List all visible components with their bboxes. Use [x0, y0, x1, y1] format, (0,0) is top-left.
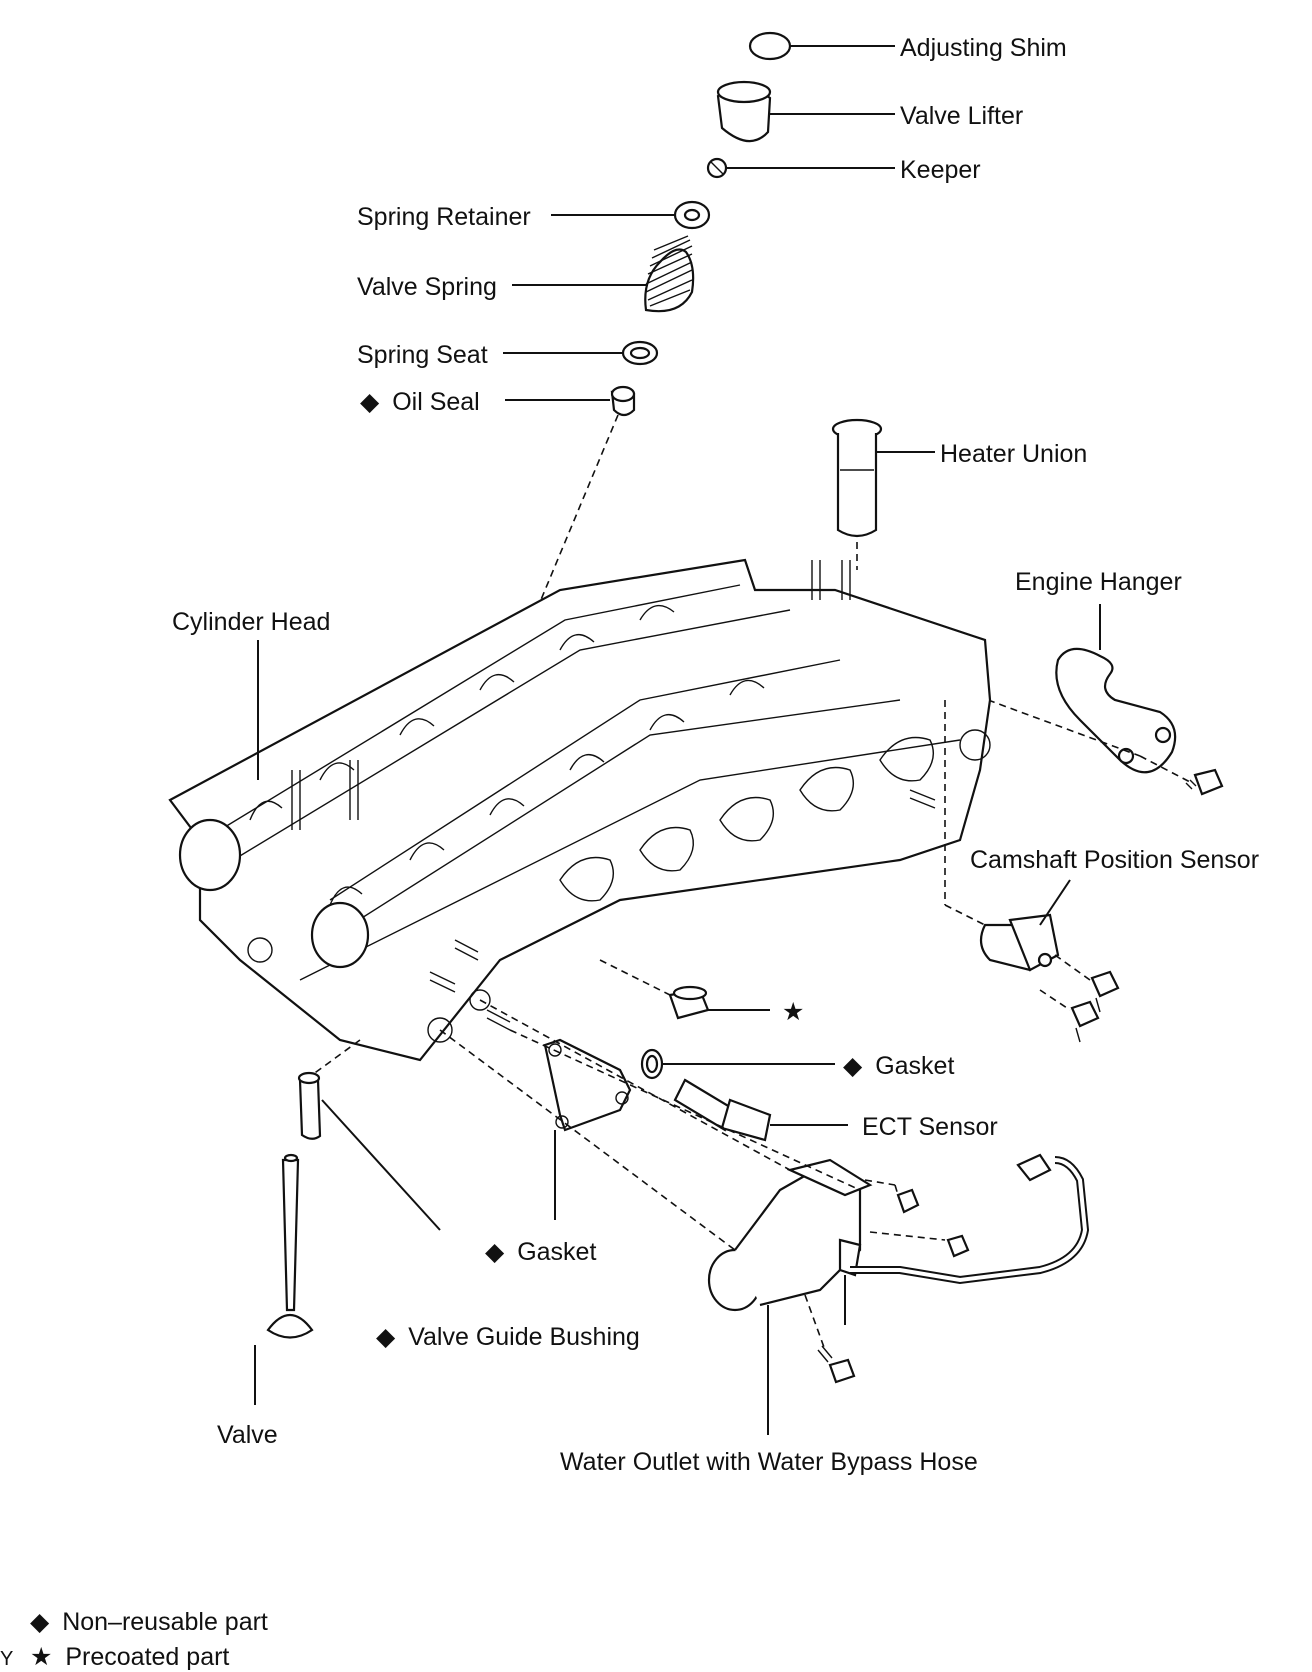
valve-guide-bushing-label: ◆ Valve Guide Bushing	[376, 1323, 640, 1351]
engine-hanger-label: Engine Hanger	[1015, 568, 1182, 596]
non-reusable-diamond: ◆	[360, 388, 380, 416]
spring-retainer-part	[551, 200, 711, 230]
spring-seat-part	[503, 340, 659, 366]
ect-gasket-text: Gasket	[875, 1052, 954, 1080]
outlet-gasket-part	[543, 1038, 632, 1220]
precoated-plug-part	[599, 959, 770, 1020]
adjusting-shim-part	[748, 31, 895, 61]
ect-sensor-part	[673, 1078, 848, 1142]
valve-spring-label: Valve Spring	[357, 273, 497, 301]
valve-label: Valve	[217, 1421, 278, 1449]
non-reusable-diamond: ◆	[843, 1052, 863, 1080]
precoated-plug-star: ★	[782, 998, 804, 1026]
spring-seat-label: Spring Seat	[357, 341, 488, 369]
ect-gasket-label: ◆ Gasket	[843, 1052, 954, 1080]
ect-sensor-label: ECT Sensor	[862, 1113, 998, 1141]
oil-seal-text: Oil Seal	[392, 388, 480, 416]
adjusting-shim-label: Adjusting Shim	[900, 34, 1067, 62]
camshaft-position-sensor-part	[944, 700, 1120, 1043]
water-outlet-part	[439, 999, 1090, 1435]
water-outlet-label: Water Outlet with Water Bypass Hose	[560, 1448, 978, 1476]
legend-star-icon: ★	[30, 1643, 52, 1671]
non-reusable-diamond: ◆	[485, 1238, 505, 1266]
non-reusable-diamond: ◆	[376, 1323, 396, 1351]
legend: ◆ Non–reusable part Y ★ Precoated part	[0, 1608, 268, 1671]
camshaft-position-sensor-label: Camshaft Position Sensor	[970, 846, 1259, 874]
heater-union-part	[831, 418, 935, 570]
ect-gasket-part	[640, 1048, 835, 1080]
legend-non-reusable: ◆ Non–reusable part	[30, 1608, 268, 1636]
outlet-gasket-text: Gasket	[517, 1238, 596, 1266]
spring-retainer-label: Spring Retainer	[357, 203, 531, 231]
keeper-label: Keeper	[900, 156, 981, 184]
cylinder-head-part	[168, 558, 992, 1062]
legend-diamond-icon: ◆	[30, 1608, 50, 1636]
valve-guide-bushing-text: Valve Guide Bushing	[408, 1323, 640, 1351]
legend-edge-mark: Y	[0, 1648, 13, 1670]
heater-union-label: Heater Union	[940, 440, 1087, 468]
legend-non-reusable-text: Non–reusable part	[62, 1608, 268, 1636]
valve-guide-bushing-part	[297, 1039, 441, 1231]
valve-lifter-part	[716, 80, 895, 143]
engine-hanger-part	[987, 604, 1224, 796]
valve-part	[254, 1153, 314, 1405]
valve-spring-part	[512, 235, 695, 313]
oil-seal-part	[505, 385, 636, 651]
oil-seal-label: ◆ Oil Seal	[360, 388, 480, 416]
valve-lifter-label: Valve Lifter	[900, 102, 1023, 130]
legend-precoated-text: Precoated part	[65, 1643, 229, 1671]
legend-precoated: ★ Precoated part	[30, 1643, 229, 1671]
keeper-part	[706, 157, 895, 179]
outlet-gasket-label: ◆ Gasket	[485, 1238, 596, 1266]
cylinder-head-label: Cylinder Head	[172, 608, 330, 636]
